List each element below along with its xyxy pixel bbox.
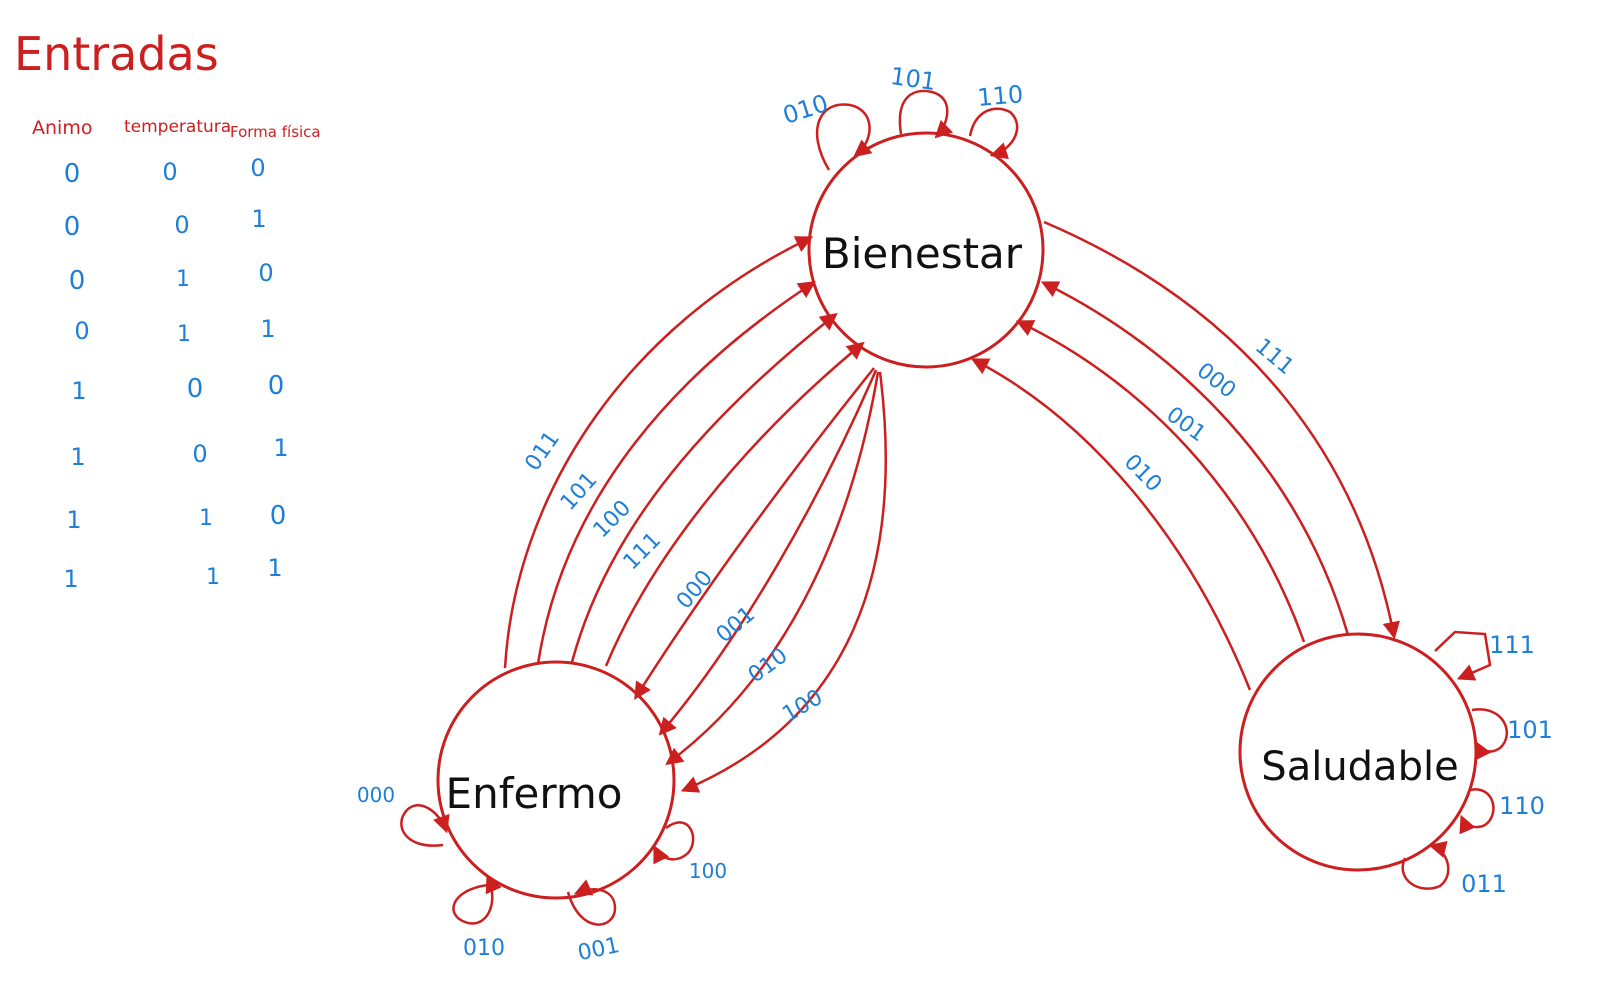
column-header-animo: Animo bbox=[32, 117, 92, 139]
table-cell: 0 bbox=[268, 371, 285, 401]
edge-enfermo-to-bienestar bbox=[536, 281, 816, 665]
column-header-forma-fisica: Forma física bbox=[230, 123, 321, 141]
transition-label: 101 bbox=[888, 62, 937, 96]
state-saludable-label: Saludable bbox=[1261, 744, 1458, 790]
transition-label: 000 bbox=[672, 566, 718, 614]
table-cell: 1 bbox=[66, 506, 81, 534]
state-saludable: Saludable bbox=[1238, 632, 1478, 872]
table-cell: 1 bbox=[199, 506, 213, 531]
table-cell: 1 bbox=[267, 554, 282, 582]
table-cell: 1 bbox=[71, 377, 86, 405]
table-cell: 0 bbox=[174, 211, 189, 239]
table-cell: 0 bbox=[258, 259, 273, 287]
inputs-title: Entradas bbox=[14, 27, 219, 81]
transition-label: 110 bbox=[1499, 792, 1545, 820]
inputs-table-body: 0 0 0 0 0 1 0 1 0 0 1 1 1 0 0 1 0 1 1 1 … bbox=[63, 154, 288, 593]
edge-bienestar-to-enfermo bbox=[680, 371, 887, 793]
transition-label: 100 bbox=[778, 685, 827, 728]
self-loop-saludable bbox=[1434, 630, 1492, 681]
edge-saludable-to-bienestar bbox=[1015, 320, 1306, 643]
transition-label: 001 bbox=[1161, 402, 1210, 447]
state-enfermo-circle bbox=[436, 660, 676, 900]
transition-label: 010 bbox=[1119, 450, 1166, 497]
transition-label: 001 bbox=[712, 602, 760, 648]
table-cell: 1 bbox=[70, 443, 85, 471]
transition-label: 010 bbox=[779, 89, 831, 130]
table-cell: 0 bbox=[74, 317, 89, 345]
transition-label: 110 bbox=[976, 80, 1024, 112]
self-loop-enfermo bbox=[452, 874, 502, 925]
self-loop-bienestar bbox=[815, 103, 873, 171]
transition-label: 010 bbox=[463, 936, 505, 961]
table-cell: 1 bbox=[176, 267, 190, 292]
self-loop-enfermo bbox=[566, 879, 617, 926]
table-cell: 0 bbox=[270, 501, 287, 531]
transition-label: 100 bbox=[689, 859, 727, 883]
table-cell: 0 bbox=[64, 212, 81, 242]
self-loop-saludable bbox=[1401, 840, 1450, 890]
edge-enfermo-to-bienestar bbox=[604, 341, 865, 667]
table-cell: 0 bbox=[187, 374, 204, 404]
state-enfermo: Enfermo bbox=[436, 660, 676, 900]
self-loop-enfermo bbox=[400, 804, 450, 847]
transition-label: 000 bbox=[357, 783, 395, 807]
edge-bienestar-to-saludable bbox=[1043, 220, 1400, 640]
table-cell: 1 bbox=[273, 434, 288, 462]
edge-bienestar-to-enfermo bbox=[634, 367, 875, 700]
self-loop-saludable bbox=[1459, 788, 1495, 835]
transition-label: 011 bbox=[1461, 870, 1507, 898]
table-cell: 0 bbox=[162, 158, 177, 186]
state-bienestar: Bienestar bbox=[807, 131, 1045, 369]
table-cell: 0 bbox=[192, 440, 207, 468]
edge-enfermo-to-bienestar bbox=[570, 312, 838, 663]
transition-label: 111 bbox=[1489, 631, 1535, 659]
transition-label: 001 bbox=[576, 933, 622, 966]
edge-bienestar-to-enfermo bbox=[658, 369, 878, 736]
self-loop-enfermo bbox=[653, 821, 695, 865]
transition-label: 111 bbox=[1250, 334, 1298, 380]
table-cell: 1 bbox=[251, 205, 266, 233]
edge-enfermo-to-bienestar bbox=[503, 236, 814, 669]
edge-saludable-to-bienestar bbox=[970, 358, 1252, 691]
self-loop-bienestar bbox=[968, 107, 1019, 160]
column-header-temperatura: temperatura bbox=[124, 117, 231, 137]
transition-label: 101 bbox=[556, 468, 603, 516]
state-enfermo-label: Enfermo bbox=[446, 769, 623, 818]
table-cell: 1 bbox=[206, 565, 220, 590]
transition-label: 000 bbox=[1192, 358, 1240, 404]
table-cell: 0 bbox=[250, 154, 265, 182]
self-loop-saludable bbox=[1471, 708, 1509, 761]
edge-bienestar-to-enfermo bbox=[665, 371, 880, 766]
table-cell: 0 bbox=[69, 266, 86, 296]
transition-label: 011 bbox=[520, 427, 565, 476]
table-cell: 0 bbox=[64, 159, 81, 189]
table-cell: 1 bbox=[63, 565, 78, 593]
self-loop-bienestar bbox=[898, 89, 954, 139]
table-cell: 1 bbox=[260, 315, 275, 343]
table-cell: 1 bbox=[177, 322, 191, 347]
edge-saludable-to-bienestar bbox=[1040, 281, 1350, 636]
transition-label: 101 bbox=[1507, 716, 1553, 744]
state-bienestar-label: Bienestar bbox=[822, 229, 1023, 278]
